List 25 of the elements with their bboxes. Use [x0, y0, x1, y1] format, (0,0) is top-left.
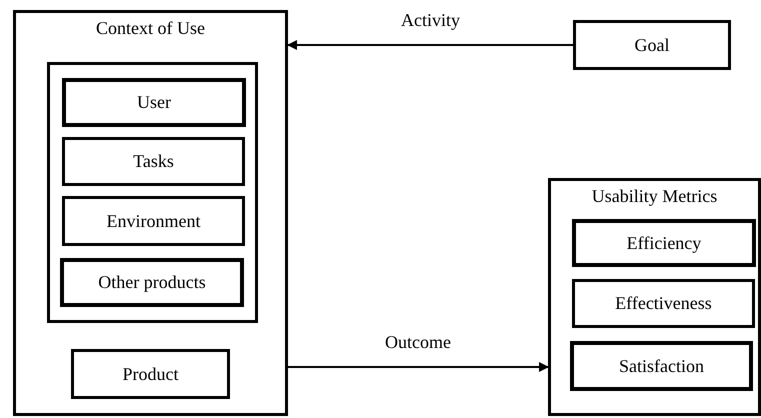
arrow — [288, 362, 549, 372]
process-box — [62, 137, 245, 186]
group-box — [13, 10, 288, 416]
box-label: Product — [122, 362, 180, 386]
box-label: User — [136, 91, 172, 114]
process-box — [572, 279, 755, 328]
box-label: Efficiency — [626, 232, 702, 255]
box-label: Satisfaction — [618, 354, 705, 378]
process-box — [62, 78, 246, 127]
process-box — [570, 341, 753, 391]
box-label: Goal — [634, 34, 670, 56]
group-title: Context of Use — [95, 17, 206, 40]
inner-group-box — [47, 62, 258, 323]
arrow — [287, 40, 573, 50]
box-label: Effectiveness — [614, 292, 713, 315]
box-label: Environment — [106, 210, 202, 232]
group-box — [548, 178, 761, 416]
process-box — [573, 20, 731, 70]
box-label: Other products — [97, 271, 207, 294]
group-title: Usability Metrics — [590, 185, 718, 208]
process-box — [60, 258, 244, 307]
process-box — [572, 219, 756, 267]
process-box — [71, 349, 230, 399]
process-box — [62, 196, 245, 246]
box-label: Tasks — [132, 150, 175, 173]
